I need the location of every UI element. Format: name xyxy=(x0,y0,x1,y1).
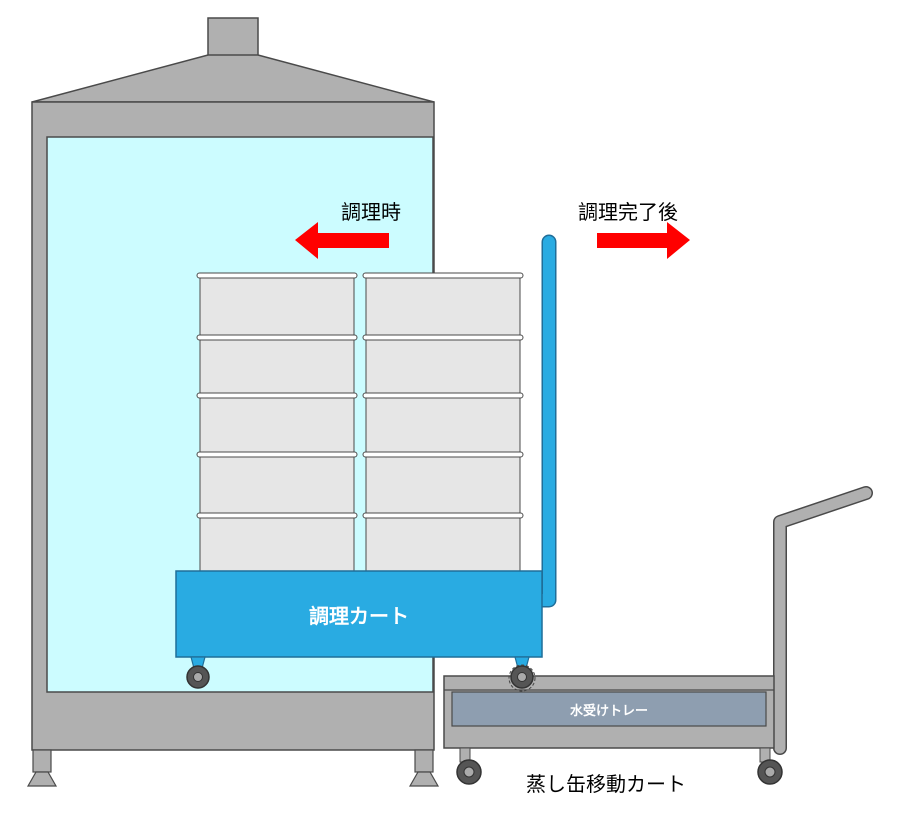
label-steam-can-cart: 蒸し缶移動カート xyxy=(526,772,686,796)
cart-wheel-left xyxy=(456,747,482,785)
can-stack-left xyxy=(196,272,358,572)
cabinet-chimney xyxy=(207,17,259,59)
cooking-cart-wheel-right xyxy=(508,656,536,692)
cooking-cart-wheel-left xyxy=(186,656,210,689)
can xyxy=(199,395,355,455)
cart-handle xyxy=(773,486,873,755)
can xyxy=(365,453,521,516)
label-after-cooking: 調理完了後 xyxy=(578,200,678,224)
cooking-cart-handle xyxy=(529,234,557,608)
drip-tray xyxy=(451,691,767,727)
cabinet-roof xyxy=(31,54,435,103)
label-cooking-time: 調理時 xyxy=(341,200,401,224)
cooking-cart-body xyxy=(175,570,543,658)
cart-wheel-right xyxy=(757,747,783,785)
can xyxy=(199,275,355,339)
arrow-left-icon xyxy=(295,222,389,259)
can xyxy=(365,514,521,572)
can xyxy=(199,453,355,516)
label-drip-tray: 水受けトレー xyxy=(569,704,648,719)
label-cooking-cart: 調理カート xyxy=(309,604,409,628)
can xyxy=(365,275,521,339)
can xyxy=(199,514,355,572)
steam-can-moving-cart xyxy=(443,486,873,785)
can-stack-right xyxy=(362,272,524,572)
cabinet-leg-left xyxy=(26,749,58,787)
can xyxy=(365,337,521,397)
cabinet-leg-right xyxy=(408,749,440,787)
arrow-right-icon xyxy=(597,222,690,259)
can xyxy=(199,337,355,397)
cooking-cart xyxy=(175,570,543,692)
can xyxy=(365,395,521,455)
